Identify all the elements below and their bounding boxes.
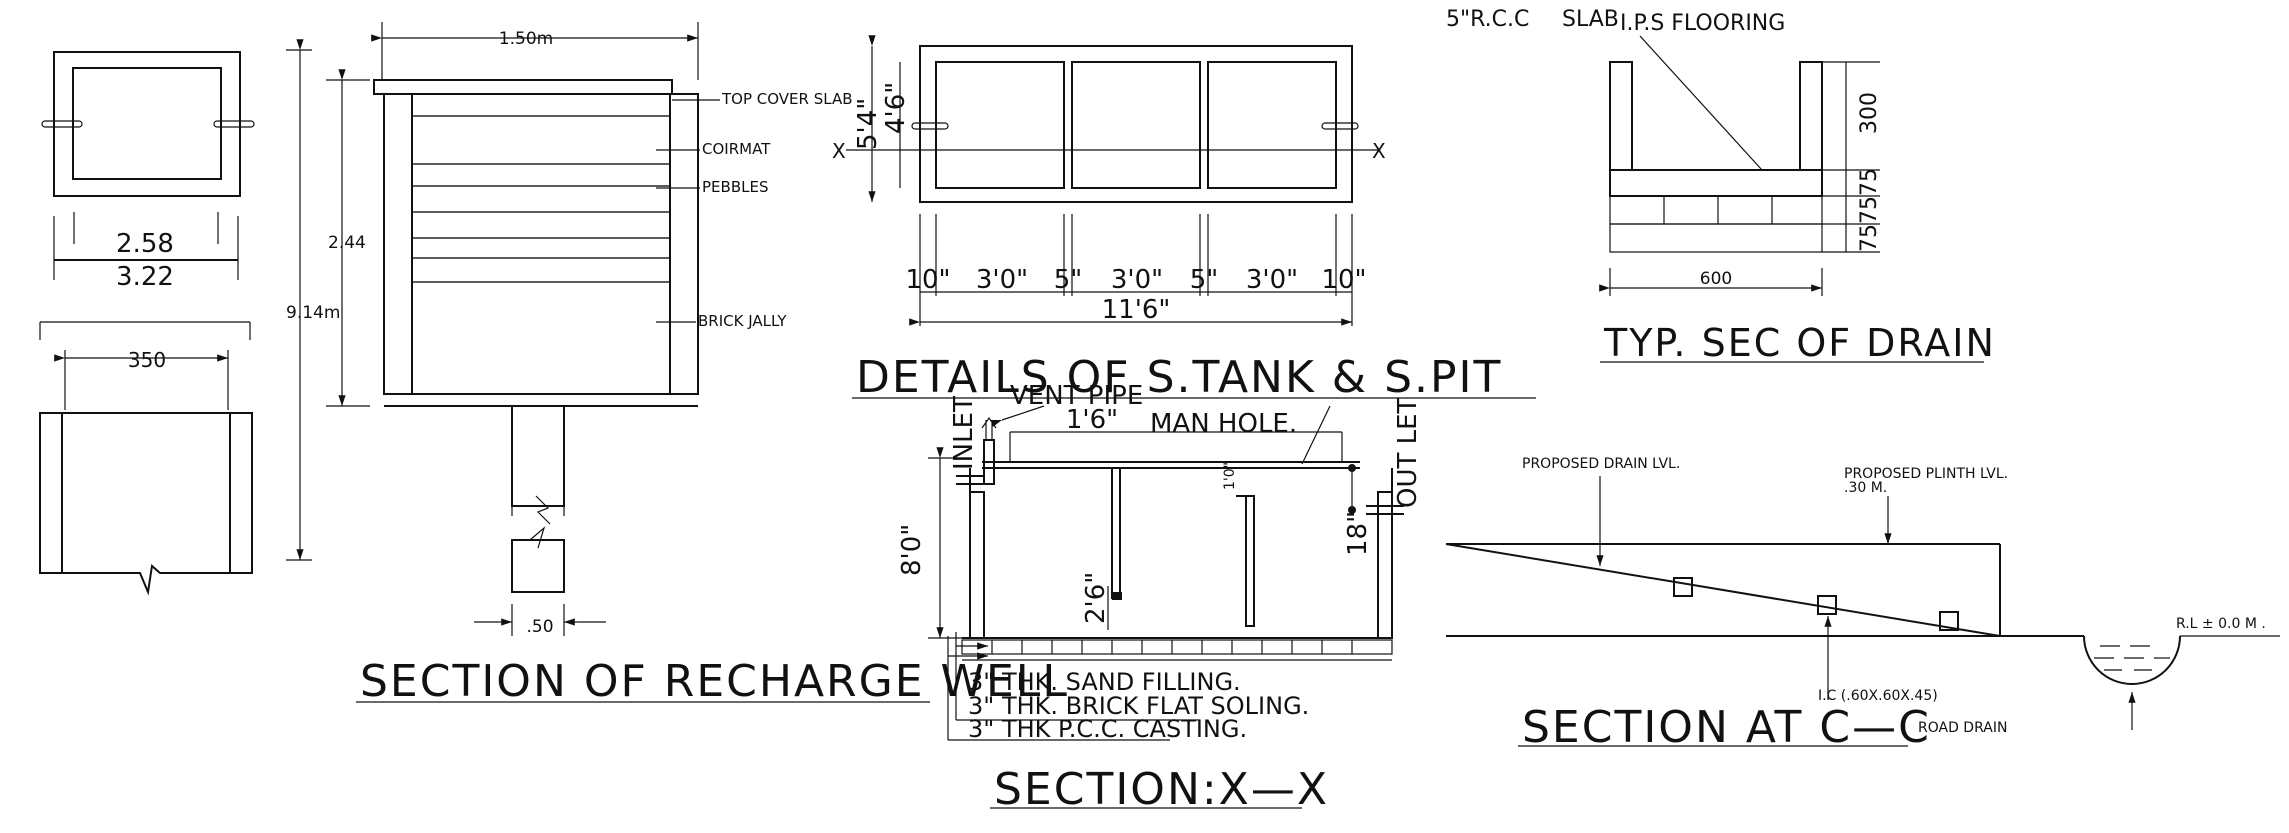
vent-pipe-label: VENT PIPE (1010, 381, 1143, 411)
height-inner-dim: 2.44 (328, 233, 366, 253)
ic-label: I.C (.60X.60X.45) (1818, 688, 1938, 704)
plan-height-2: 4'6" (881, 82, 911, 134)
section-marker-right: X (1372, 139, 1386, 163)
road-drain-label: ROAD DRAIN (1918, 720, 2007, 736)
outlet-label: OUT LET (1393, 397, 1423, 508)
plan-total-dim: 11'6" (1102, 295, 1171, 325)
bottom-width-dim: .50 (526, 617, 553, 637)
plinth-lvl-label: PROPOSED PLINTH LVL. (1844, 466, 2008, 482)
drain-h300: 300 (1857, 92, 1882, 134)
note-sand: 3" THK. SAND FILLING. (968, 668, 1241, 696)
plan-dim-1: 3'0" (976, 265, 1028, 295)
plan-dim-6: 10" (1321, 265, 1366, 295)
plan-dim-3: 3'0" (1111, 265, 1163, 295)
drain-width: 600 (1700, 269, 1732, 289)
slab-label: SLAB (1562, 7, 1619, 32)
plinth-val: .30 M. (1844, 480, 1887, 496)
dim-18: 18" (1343, 511, 1373, 556)
drain-title: TYP. SEC OF DRAIN (1603, 321, 1996, 365)
inlet-label: INLET (949, 396, 979, 470)
drain-section: 5"R.C.C SLAB I.P.S FLOORING 300 75 75 75… (1446, 7, 1996, 365)
septic-tank-plan: X X 5'4" 4'6" 10" 3'0" 5" 3'0" 5" 3'0" 1… (832, 35, 1536, 403)
recharge-well-title: SECTION OF RECHARGE WELL (360, 656, 1069, 707)
note-pcc: 3" THK P.C.C. CASTING. (968, 715, 1247, 743)
section-xx: 1'6" MAN HOLE. VENT PIPE INLET OUT LET 1… (897, 381, 1423, 815)
plan-dim-2: 5" (1054, 265, 1083, 295)
dim-10: 1'0" (1222, 462, 1238, 490)
plan-dim-5: 3'0" (1246, 265, 1298, 295)
layer-coirmat: COIRMAT (702, 140, 771, 158)
note-brick: 3" THK. BRICK FLAT SOLING. (968, 692, 1309, 720)
layer-pebbles: PEBBLES (702, 178, 768, 196)
ips-label: I.P.S FLOORING (1620, 11, 1785, 36)
wall-dim: 350 (128, 348, 166, 372)
layer-top-cover: TOP COVER SLAB (721, 90, 853, 108)
dim-26: 2'6" (1081, 572, 1111, 624)
section-cc-title: SECTION AT C—C (1522, 702, 1931, 753)
recharge-well-wall-detail: 350 (39, 321, 253, 596)
layer-brick-jally: BRICK JALLY (698, 312, 787, 330)
plan-dim-0: 10" (905, 265, 950, 295)
drain-lvl-label: PROPOSED DRAIN LVL. (1522, 456, 1680, 472)
rcc-label: 5"R.C.C (1446, 7, 1529, 32)
section-marker-left: X (832, 139, 846, 163)
rl-label: R.L ± 0.0 M . (2176, 616, 2266, 632)
section-cc: PROPOSED DRAIN LVL. PROPOSED PLINTH LVL.… (1445, 456, 2280, 753)
width-top-dim: 1.50m (499, 29, 553, 49)
septic-title: DETAILS OF S.TANK & S.PIT (856, 352, 1502, 403)
plan-dim-4: 5" (1190, 265, 1219, 295)
section-xx-title: SECTION:X—X (994, 764, 1329, 815)
plan-dim-b: 3.22 (116, 262, 174, 292)
plan-dim-a: 2.58 (116, 229, 174, 259)
recharge-well-section: 1.50m .50 2.44 (286, 22, 1069, 707)
drain-h75a: 75 (1857, 168, 1882, 196)
depth-dim: 8'0" (897, 524, 927, 576)
height-total-dim: 9.14m (286, 303, 340, 323)
manhole-dim: 1'6" (1066, 405, 1118, 435)
plan-height-1: 5'4" (853, 98, 883, 150)
drain-h75b: 75 (1857, 196, 1882, 224)
drain-h75c: 75 (1857, 224, 1882, 252)
manhole-label: MAN HOLE. (1150, 409, 1297, 439)
recharge-well-plan: 2.58 3.22 (41, 51, 255, 292)
